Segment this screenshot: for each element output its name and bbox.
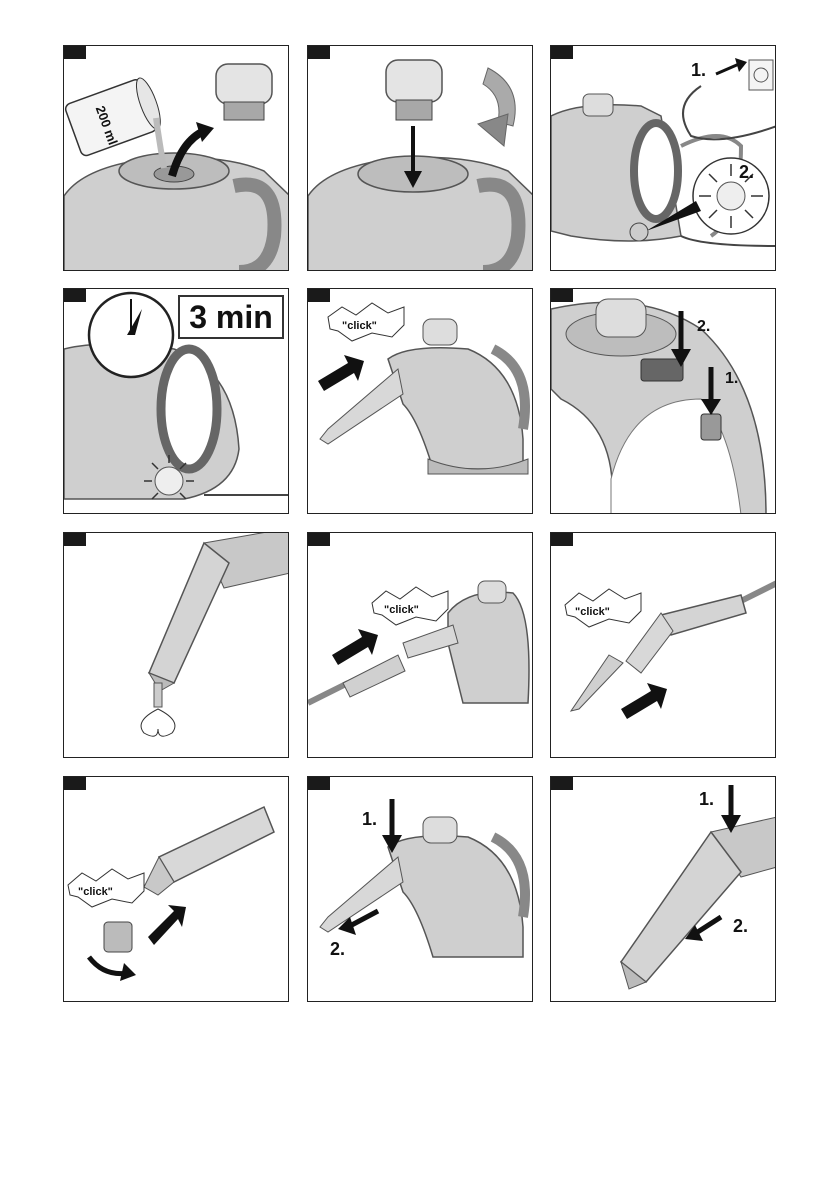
click-burst-icon: "click" — [67, 868, 145, 908]
panel-number-tag — [308, 46, 330, 59]
click-label: "click" — [78, 886, 113, 898]
button-2 — [640, 358, 684, 382]
click-burst-icon: "click" — [327, 302, 405, 342]
attach-extension-illustration: "click" — [564, 580, 775, 719]
panel-12-remove-extension: 1. 2. — [550, 776, 776, 1002]
panel-number-tag — [308, 777, 330, 790]
panel-number-tag — [551, 46, 573, 59]
step-1-label: 1. — [362, 809, 377, 829]
measuring-cup-icon — [64, 77, 161, 157]
step-1-label: 1. — [699, 789, 714, 809]
heat-up-illustration — [64, 291, 288, 500]
panel-number-tag — [551, 777, 573, 790]
panel-10-attach-brush: "click" — [63, 776, 289, 1002]
click-burst-icon: "click" — [564, 588, 642, 628]
panel-6-press-buttons: 2. 1. — [550, 288, 776, 514]
step-1-label: 1. — [691, 60, 706, 80]
panel-8-attach-hose: "click" — [307, 532, 533, 758]
steam-icon — [140, 708, 176, 737]
push-arrow-icon — [621, 683, 667, 719]
duration-label: 3 min — [178, 295, 284, 339]
click-label: "click" — [342, 320, 377, 332]
plug-in-illustration: 1. 2. — [551, 58, 775, 247]
brush-icon — [103, 921, 133, 953]
panel-number-tag — [308, 533, 330, 546]
remove-nozzle-illustration: 1. 2. — [319, 799, 530, 959]
panel-7-nozzle-steam — [63, 532, 289, 758]
panel-9-attach-extension: "click" — [550, 532, 776, 758]
cap-icon — [385, 59, 443, 121]
push-arrow-icon — [318, 355, 364, 391]
attach-hose-illustration: "click" — [308, 580, 530, 706]
click-burst-icon: "click" — [371, 586, 449, 626]
remove-extension-illustration: 1. 2. — [619, 785, 775, 990]
panel-11-remove-nozzle: 1. 2. — [307, 776, 533, 1002]
wall-socket-icon — [748, 59, 774, 91]
press-buttons-illustration: 2. 1. — [551, 298, 767, 513]
panel-number-tag — [64, 533, 86, 546]
panel-number-tag — [64, 289, 86, 302]
push-arrow-icon — [332, 629, 378, 665]
panel-3-plug-in: 1. 2. — [550, 45, 776, 271]
panel-number-tag — [551, 533, 573, 546]
panel-number-tag — [308, 289, 330, 302]
cap-icon — [215, 63, 273, 121]
attach-brush-illustration: "click" — [67, 805, 275, 981]
panel-1-fill-water: 200 ml — [63, 45, 289, 271]
panel-number-tag — [64, 46, 86, 59]
step-2-label: 2. — [330, 939, 345, 959]
panel-number-tag — [64, 777, 86, 790]
nozzle-steam-illustration — [140, 533, 288, 737]
panel-4-heat-up: 3 min — [63, 288, 289, 514]
button-1 — [700, 413, 722, 441]
pull-arrow-icon — [346, 908, 380, 930]
fill-water-illustration: 200 ml — [64, 63, 288, 270]
panel-5-attach-nozzle: "click" — [307, 288, 533, 514]
step-2-label: 2. — [697, 318, 710, 335]
arrow-icon — [715, 62, 740, 76]
push-arrow-icon — [148, 905, 186, 945]
panel-number-tag — [551, 289, 573, 302]
step-2-label: 2. — [739, 162, 754, 182]
close-cap-illustration — [308, 59, 532, 270]
step-1-label: 1. — [725, 370, 738, 387]
click-label: "click" — [575, 606, 610, 618]
step-2-label: 2. — [733, 916, 748, 936]
click-label: "click" — [384, 604, 419, 616]
panel-2-close-cap — [307, 45, 533, 271]
attach-nozzle-illustration: "click" — [318, 302, 530, 475]
